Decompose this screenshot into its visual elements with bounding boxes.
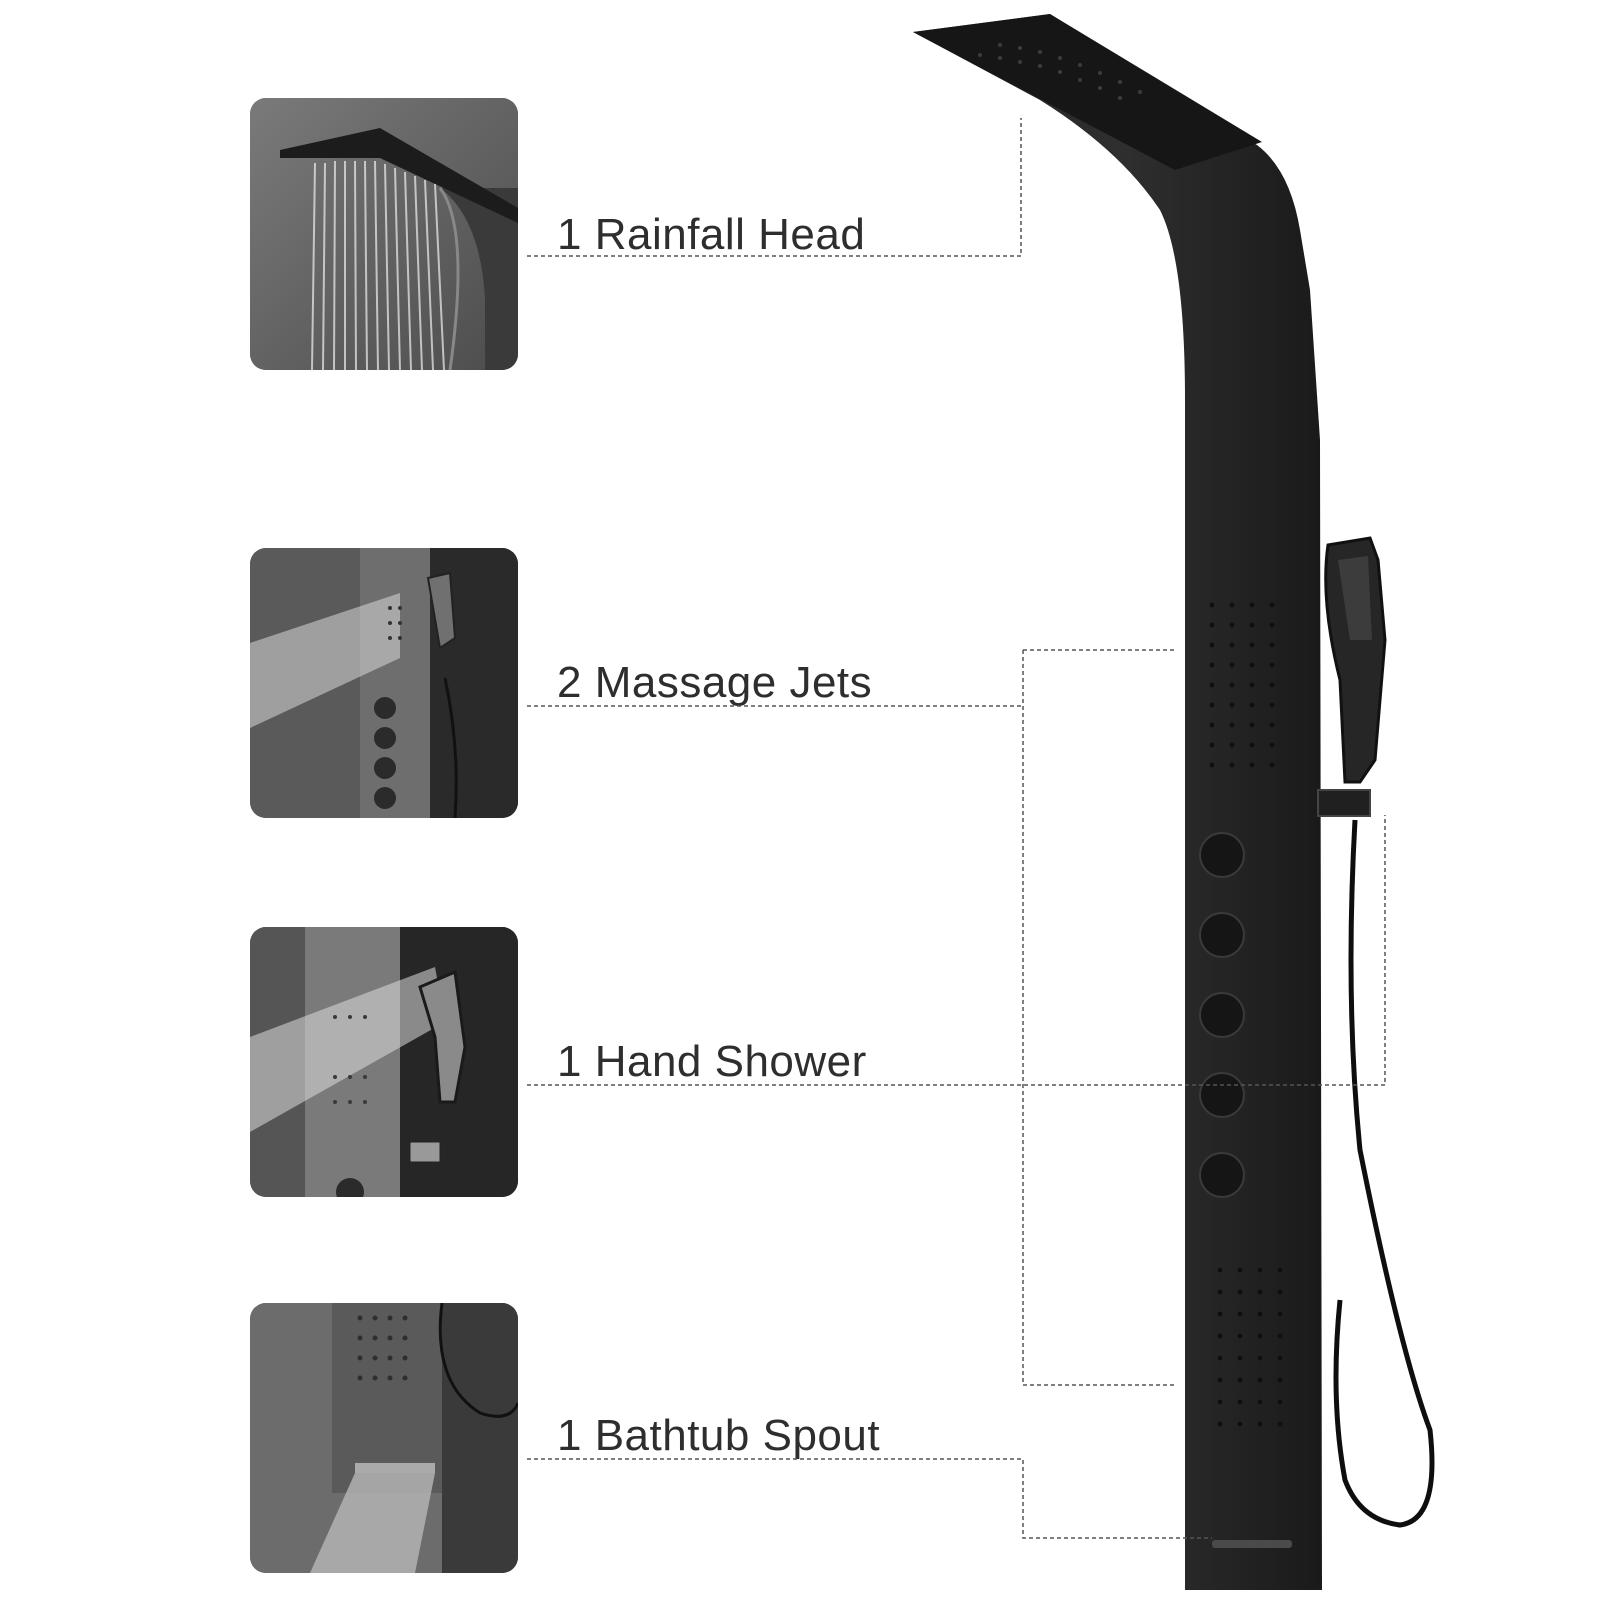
massage-jets-thumbnail: [250, 548, 518, 818]
rainfall-head-thumbnail: [250, 98, 518, 370]
rainfall-head: [913, 14, 1262, 170]
bathtub-spout-icon: [250, 1303, 518, 1573]
bathtub-spout: [1212, 1540, 1292, 1548]
hand-shower-thumbnail: [250, 927, 518, 1197]
bathtub-spout-label: 1 Bathtub Spout: [557, 1411, 881, 1460]
lower-massage-jets: [1217, 1267, 1283, 1427]
upper-massage-jets: [1209, 602, 1275, 768]
rainfall-head-icon: [250, 98, 518, 370]
bathtub-spout-thumbnail: [250, 1303, 518, 1573]
hand-shower: [1324, 536, 1387, 784]
hand-shower-icon: [250, 927, 518, 1197]
shower-hose: [1333, 819, 1435, 1528]
control-knobs: [1199, 832, 1245, 1198]
hand-shower-label: 1 Hand Shower: [557, 1037, 867, 1086]
massage-jets-icon: [250, 548, 518, 818]
hand-shower-holder: [1317, 789, 1371, 817]
massage-jets-label: 2 Massage Jets: [557, 658, 873, 707]
rainfall-nozzles: [978, 43, 1142, 100]
rainfall-head-label: 1 Rainfall Head: [557, 210, 866, 259]
